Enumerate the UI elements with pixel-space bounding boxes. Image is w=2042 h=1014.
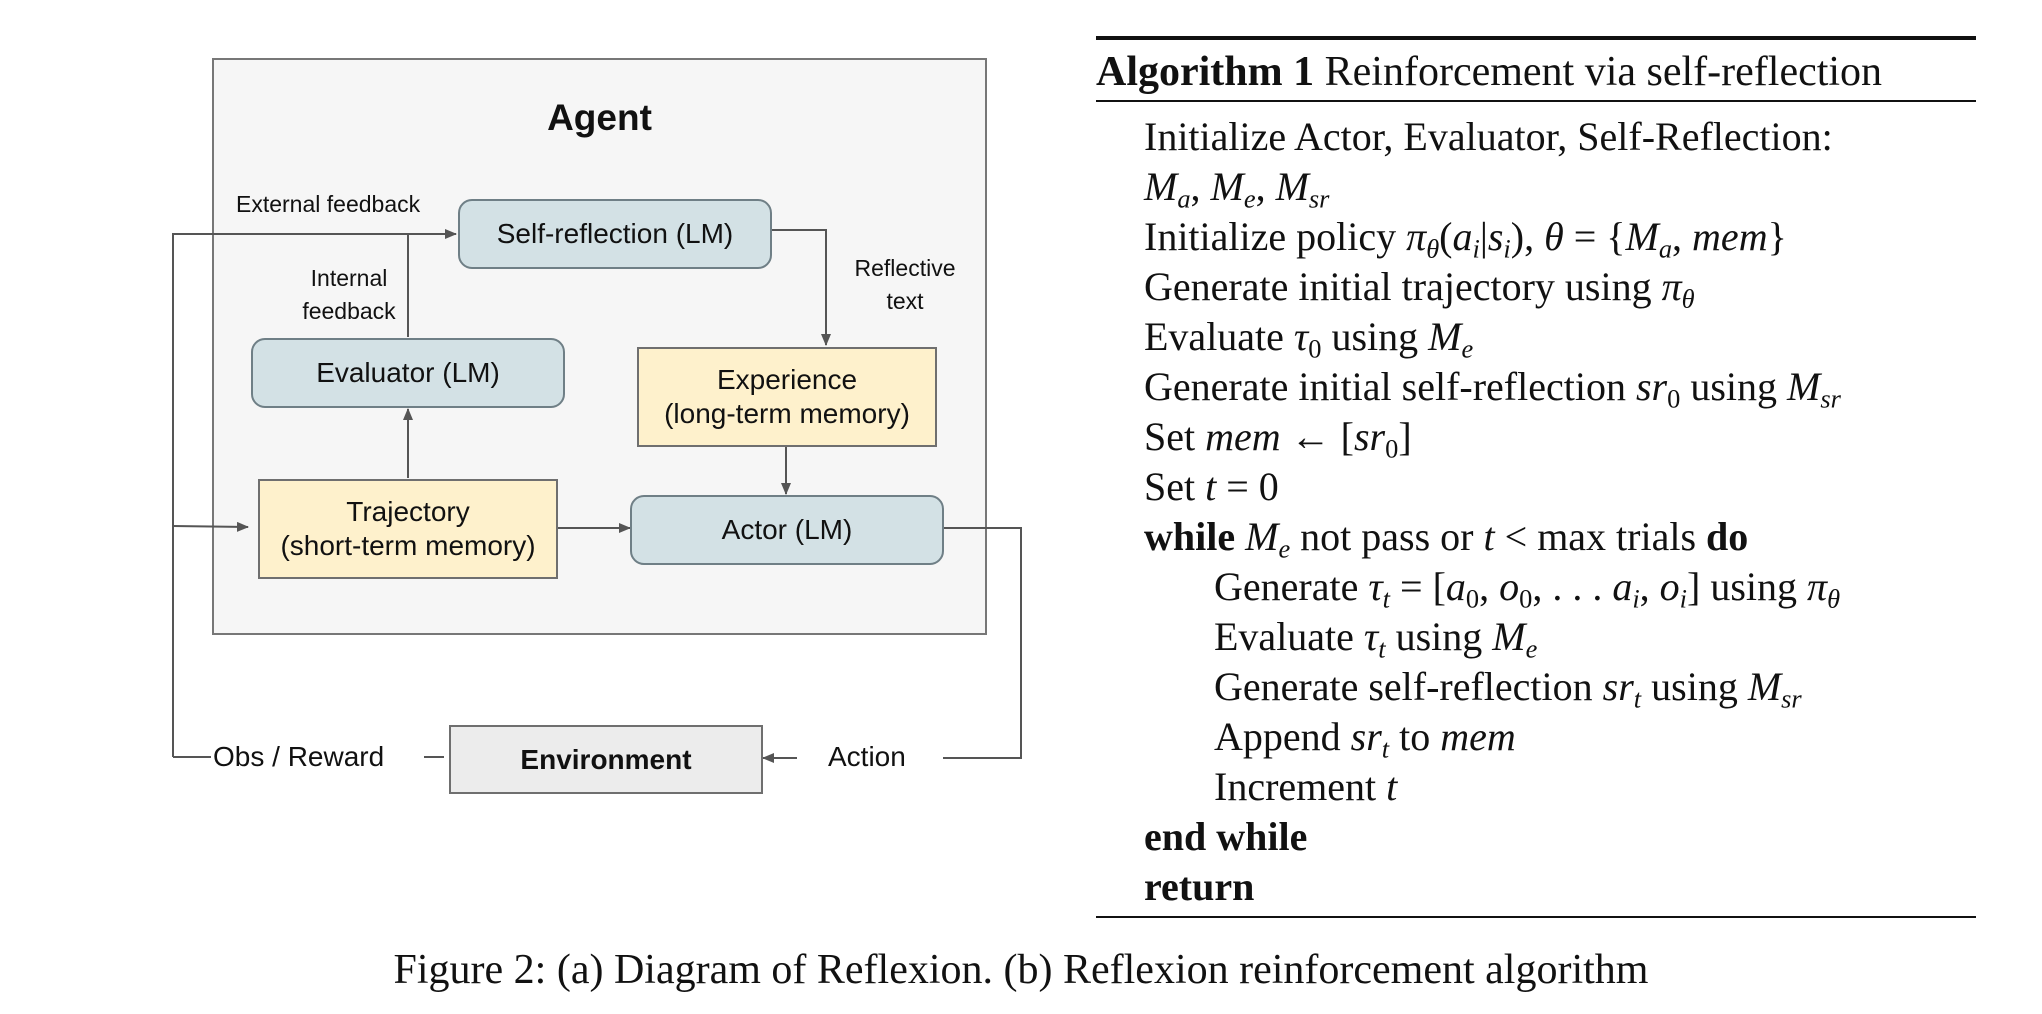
- line-10-text-a: Generate: [1214, 564, 1359, 609]
- reflective-text-line1: Reflective: [854, 255, 956, 281]
- line-9-text-b: max trials: [1537, 514, 1697, 559]
- line-5-text-a: Evaluate: [1144, 314, 1284, 359]
- environment-label: Environment: [520, 743, 692, 775]
- algorithm-label: Algorithm 1: [1096, 49, 1315, 95]
- obs-to-trajectory-arrow: [172, 521, 249, 532]
- line-11-text-b: using: [1395, 614, 1483, 659]
- algorithm-line-13: Append srt to mem: [1214, 714, 1516, 764]
- while-keyword: while: [1144, 514, 1236, 559]
- reflective-text-arrow: [770, 229, 831, 346]
- agent-title: Agent: [547, 97, 652, 138]
- line-13-text-b: to: [1399, 714, 1431, 759]
- obs-reward-label: Obs / Reward: [213, 741, 385, 772]
- internal-feedback-line2: feedback: [302, 298, 396, 324]
- algorithm-title-text: Reinforcement via self-reflection: [1324, 49, 1883, 95]
- return-keyword: return: [1144, 864, 1255, 909]
- external-feedback-arrow: [172, 229, 457, 757]
- algorithm-header-rule: [1096, 100, 1976, 102]
- algorithm-line-2: Ma, Me, Msr: [1144, 164, 1330, 214]
- algorithm-line-5: Evaluate τ0 using Me: [1144, 314, 1474, 364]
- self-reflection-label: Self-reflection (LM): [496, 218, 734, 249]
- reflexion-diagram: Agent Self-reflection (LM) Evaluator (LM…: [0, 0, 1060, 860]
- algorithm-line-11: Evaluate τt using Me: [1214, 614, 1538, 664]
- action-label: Action: [828, 741, 906, 772]
- reflective-text-line2: text: [886, 288, 924, 314]
- line-13-text-a: Append: [1214, 714, 1341, 759]
- actor-node: Actor (LM): [630, 495, 944, 565]
- algorithm-line-3: Initialize policy πθ(ai|si), θ = {Ma, me…: [1144, 214, 1787, 264]
- line-6-text-a: Generate initial self-reflection: [1144, 364, 1626, 409]
- external-feedback-label: External feedback: [236, 191, 421, 217]
- algorithm-top-rule: [1096, 36, 1976, 40]
- algorithm-bottom-rule: [1096, 916, 1976, 918]
- reflective-text-label: Reflective text: [846, 252, 964, 318]
- line-12-text-a: Generate self-reflection: [1214, 664, 1593, 709]
- line-9-text-a: not pass or: [1300, 514, 1474, 559]
- do-keyword: do: [1706, 514, 1749, 559]
- trajectory-node: Trajectory (short-term memory): [258, 479, 558, 579]
- internal-feedback-line1: Internal: [310, 265, 388, 291]
- line-6-text-b: using: [1690, 364, 1778, 409]
- line-4-text: Generate initial trajectory using: [1144, 264, 1652, 309]
- algorithm-line-4: Generate initial trajectory using πθ: [1144, 264, 1695, 314]
- line-12-text-b: using: [1651, 664, 1738, 709]
- algorithm-line-10: Generate τt = [a0, o0, . . . ai, oi] usi…: [1214, 564, 1841, 614]
- actor-label: Actor (LM): [721, 514, 853, 545]
- line-7-text: Set: [1144, 414, 1196, 459]
- experience-node: Experience (long-term memory): [637, 347, 937, 447]
- trajectory-label-line2: (short-term memory): [280, 530, 536, 561]
- trajectory-label-line1: Trajectory: [346, 496, 470, 527]
- end-while-keyword: end while: [1144, 814, 1308, 859]
- algorithm-line-9: while Me not pass or t < max trials do: [1144, 514, 1749, 564]
- line-1-text: Initialize Actor, Evaluator, Self-Reflec…: [1144, 114, 1833, 159]
- line-11-text-a: Evaluate: [1214, 614, 1354, 659]
- algorithm-line-14: Increment t: [1214, 764, 1398, 809]
- self-reflection-node: Self-reflection (LM): [458, 199, 772, 269]
- line-14-text: Increment: [1214, 764, 1377, 809]
- algorithm-title: Algorithm 1 Reinforcement via self-refle…: [1096, 44, 1882, 100]
- figure-caption: Figure 2: (a) Diagram of Reflexion. (b) …: [393, 947, 1649, 993]
- experience-label-line1: Experience: [716, 364, 858, 395]
- algorithm-line-8: Set t = 0: [1144, 464, 1279, 509]
- algorithm-line-6: Generate initial self-reflection sr0 usi…: [1144, 364, 1841, 414]
- algorithm-line-7: Set mem ← [sr0]: [1144, 414, 1412, 464]
- line-3-text: Initialize policy: [1144, 214, 1397, 259]
- evaluator-node: Evaluator (LM): [251, 338, 565, 408]
- evaluator-label: Evaluator (LM): [316, 357, 500, 388]
- algorithm-line-12: Generate self-reflection srt using Msr: [1214, 664, 1802, 714]
- action-loop-line: [943, 527, 1022, 759]
- line-5-text-b: using: [1331, 314, 1419, 359]
- line-10-text-b: using: [1710, 564, 1798, 609]
- environment-node: Environment: [449, 725, 763, 794]
- experience-label-line2: (long-term memory): [664, 398, 910, 429]
- algorithm-box: Algorithm 1 Reinforcement via self-refle…: [1096, 36, 1976, 922]
- algorithm-line-1: Initialize Actor, Evaluator, Self-Reflec…: [1144, 112, 1833, 162]
- internal-feedback-label: Internal feedback: [290, 262, 408, 328]
- line-8-text: Set: [1144, 464, 1196, 509]
